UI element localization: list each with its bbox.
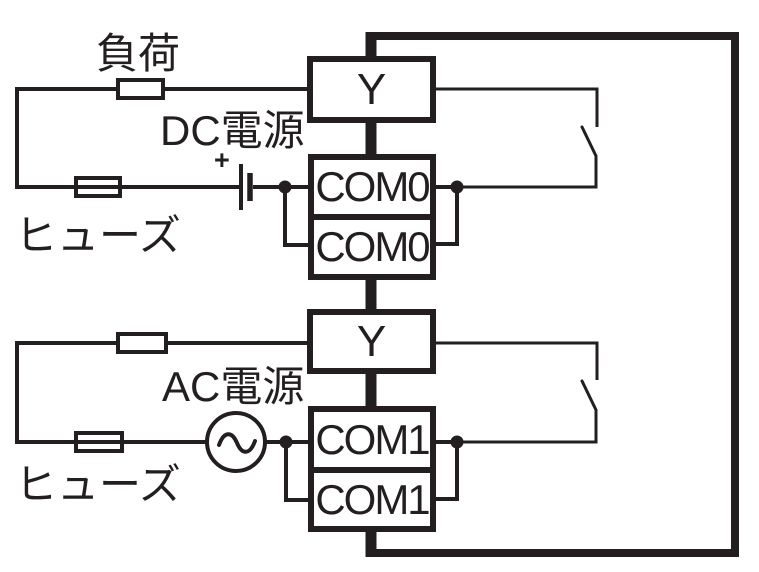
dc-fuse-label: ヒューズ [15, 212, 181, 259]
dc-load-resistor-symbol [116, 78, 165, 100]
ac-fuse-symbol [74, 431, 124, 453]
ac-load-resistor-symbol [116, 332, 168, 354]
dc-junction-dot-right [450, 180, 464, 194]
ac-wire-y-to-switch [433, 341, 599, 380]
ac-switch-symbol [431, 379, 598, 444]
terminal-box-y-ac [307, 309, 436, 374]
dc-circuit-wire [15, 87, 315, 189]
terminal-box-com0-lower [308, 214, 436, 280]
battery-plus-label: + [214, 145, 230, 175]
terminal-box-y-dc [307, 56, 436, 123]
ac-junction-dot-left [279, 435, 293, 449]
dc-wire-com0-link-left [283, 187, 315, 247]
terminal-label-com1-lower: COM1 [315, 475, 430, 523]
terminal-label-com0-upper: COM0 [315, 163, 430, 210]
dc-fuse-symbol [74, 176, 122, 198]
dc-wire-com0-link-right [433, 187, 459, 246]
ac-wire-com1-link-right [433, 442, 459, 501]
terminal-label-y-ac: Y [356, 316, 387, 366]
terminal-box-com1-lower [308, 467, 436, 532]
terminal-box-com1-upper [308, 406, 436, 473]
ac-wire-com1-link-left [284, 442, 315, 502]
dc-wire-y-to-switch [433, 87, 599, 127]
sine-wave-icon [217, 432, 257, 454]
load-label: 負荷 [96, 30, 181, 77]
terminal-label-y-dc: Y [356, 64, 387, 114]
dc-supply-label: DC電源 [160, 107, 305, 154]
dc-switch-symbol [431, 125, 598, 189]
ac-supply-label: AC電源 [162, 363, 305, 410]
terminal-label-com0-lower: COM0 [315, 223, 430, 270]
plc-unit-outline [371, 32, 739, 557]
ac-junction-dot-right [450, 435, 464, 449]
terminal-label-com1-upper: COM1 [315, 415, 430, 463]
dc-junction-dot-left [278, 180, 292, 194]
ac-fuse-label: ヒューズ [15, 461, 181, 508]
terminal-box-com0-upper [308, 154, 436, 220]
